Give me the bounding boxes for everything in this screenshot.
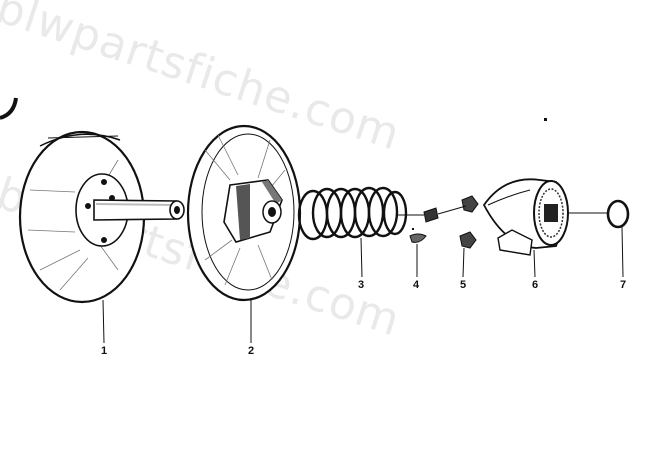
part-3-spring bbox=[297, 186, 408, 278]
part-number-7: 7 bbox=[620, 279, 626, 291]
part-5-slider-button bbox=[437, 195, 479, 278]
part-number-6: 6 bbox=[532, 279, 538, 291]
part-number-2: 2 bbox=[248, 345, 254, 357]
part-number-5: 5 bbox=[460, 279, 466, 291]
part-7-snap-ring bbox=[606, 199, 630, 278]
part-1-fixed-sheave bbox=[18, 130, 185, 344]
part-6-spider-housing bbox=[482, 178, 608, 278]
part-number-1: 1 bbox=[101, 345, 107, 357]
part-number-4: 4 bbox=[413, 279, 420, 291]
edge-mark bbox=[0, 97, 18, 120]
part-number-3: 3 bbox=[358, 279, 364, 291]
part-4-key bbox=[398, 207, 439, 277]
part-2-movable-sheave bbox=[186, 124, 302, 343]
dot-mark bbox=[544, 118, 547, 121]
